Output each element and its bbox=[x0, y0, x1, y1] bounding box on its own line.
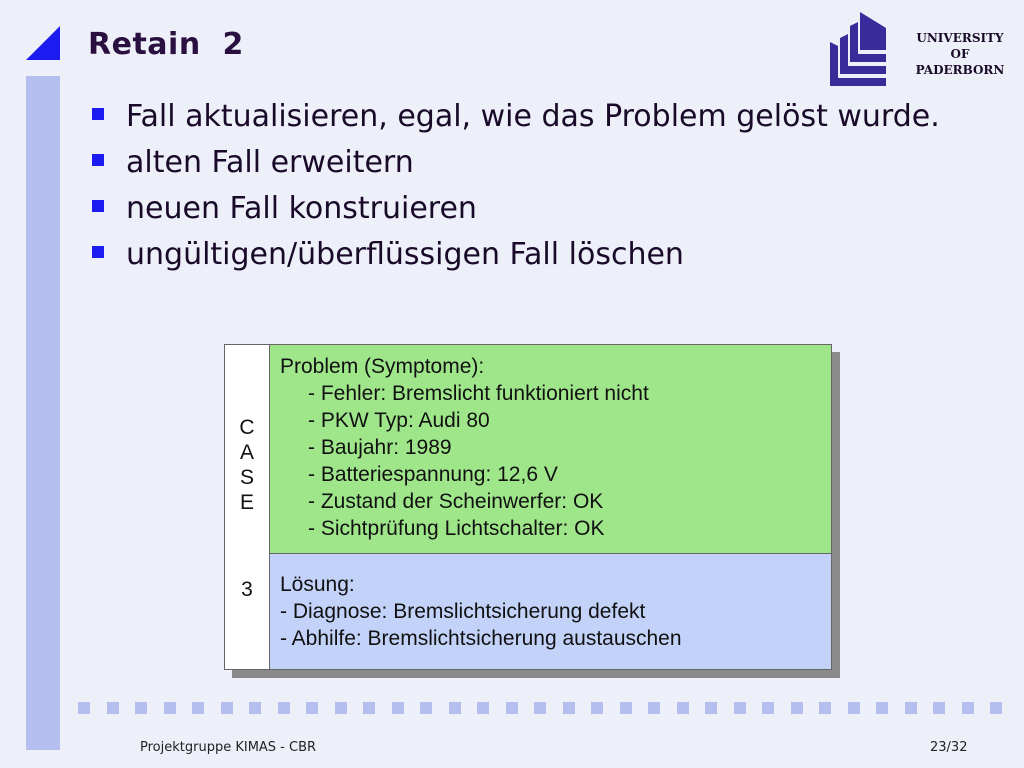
problem-item: - Batteriespannung: 12,6 V bbox=[308, 463, 558, 486]
case-letter: A bbox=[239, 441, 254, 464]
bullet-item: Fall aktualisieren, egal, wie das Proble… bbox=[90, 98, 966, 136]
decorative-dot bbox=[733, 702, 746, 714]
decorative-dot bbox=[106, 702, 119, 714]
problem-item: - Zustand der Scheinwerfer: OK bbox=[308, 490, 604, 513]
decorative-dot bbox=[619, 702, 632, 714]
decorative-left-bar bbox=[26, 76, 60, 750]
university-logo-icon bbox=[830, 12, 886, 86]
decorative-dot bbox=[220, 702, 233, 714]
problem-item: - Baujahr: 1989 bbox=[308, 436, 452, 459]
case-letter: E bbox=[239, 491, 254, 514]
footer-project-name: Projektgruppe KIMAS - CBR bbox=[140, 740, 317, 755]
case-label-letters: C A S E bbox=[225, 415, 269, 515]
decorative-dot bbox=[306, 702, 318, 714]
logo-line-of: OF bbox=[950, 47, 970, 61]
decorative-dot bbox=[534, 702, 546, 714]
university-logo-text: UNIVERSITY OF PADERBORN bbox=[898, 30, 1022, 78]
decorative-dot bbox=[477, 702, 489, 714]
solution-section: Lösung: - Diagnose: Bremslichtsicherung … bbox=[270, 554, 831, 669]
decorative-dot bbox=[990, 702, 1002, 714]
bullet-list: Fall aktualisieren, egal, wie das Proble… bbox=[90, 98, 990, 282]
decorative-dot bbox=[819, 702, 831, 714]
decorative-dot bbox=[249, 702, 261, 714]
bullet-item: alten Fall erweitern bbox=[90, 144, 990, 182]
decorative-dot bbox=[391, 702, 404, 714]
decorative-dot bbox=[78, 702, 90, 714]
decorative-dot bbox=[135, 702, 147, 714]
bullet-text: Fall aktualisieren, egal, wie das Proble… bbox=[126, 99, 940, 134]
decorative-dot bbox=[904, 702, 917, 714]
decorative-dot bbox=[676, 702, 689, 714]
solution-content: Lösung: - Diagnose: Bremslichtsicherung … bbox=[280, 571, 682, 652]
case-box: C A S E 3 Problem (Symptome): - Fehler: … bbox=[224, 344, 832, 670]
problem-section: Problem (Symptome): - Fehler: Bremslicht… bbox=[270, 345, 831, 554]
bullet-text: neuen Fall konstruieren bbox=[126, 191, 477, 226]
decorative-dot bbox=[705, 702, 717, 714]
decorative-dot bbox=[762, 702, 774, 714]
bullet-item: ungültigen/überflüssigen Fall löschen bbox=[90, 236, 990, 274]
decorative-dot bbox=[420, 702, 432, 714]
bullet-item: neuen Fall konstruieren bbox=[90, 190, 990, 228]
logo-line-university: UNIVERSITY bbox=[916, 31, 1004, 45]
bullet-text: alten Fall erweitern bbox=[126, 145, 414, 180]
decorative-dot bbox=[847, 702, 860, 714]
decorative-dot bbox=[505, 702, 518, 714]
solution-heading: Lösung: bbox=[280, 573, 355, 596]
decorative-dot bbox=[363, 702, 375, 714]
problem-heading: Problem (Symptome): bbox=[280, 355, 485, 378]
decorative-dot bbox=[790, 702, 803, 714]
case-label: C A S E 3 bbox=[225, 345, 270, 669]
decorative-dot bbox=[933, 702, 945, 714]
decorative-dot bbox=[277, 702, 290, 714]
bullet-square-icon bbox=[92, 246, 104, 258]
decorative-dot bbox=[961, 702, 974, 714]
bullet-square-icon bbox=[92, 200, 104, 212]
case-letter: S bbox=[239, 466, 254, 489]
problem-item: - Fehler: Bremslicht funktioniert nicht bbox=[308, 382, 649, 405]
slide-title: Retain 2 bbox=[88, 27, 244, 62]
problem-item: - PKW Typ: Audi 80 bbox=[308, 409, 490, 432]
decorative-dot bbox=[562, 702, 575, 714]
solution-item: - Diagnose: Bremslichtsicherung defekt bbox=[280, 600, 646, 623]
bullet-text: ungültigen/überflüssigen Fall löschen bbox=[126, 237, 684, 272]
bullet-square-icon bbox=[92, 154, 104, 166]
logo-line-paderborn: PADERBORN bbox=[915, 63, 1005, 77]
decorative-dot bbox=[163, 702, 176, 714]
footer-page-number: 23/32 bbox=[930, 740, 968, 755]
decorative-dot-row bbox=[78, 702, 1018, 714]
decorative-dot bbox=[334, 702, 347, 714]
case-number: 3 bbox=[241, 578, 253, 601]
case-letter: C bbox=[239, 416, 255, 439]
solution-item: - Abhilfe: Bremslichtsicherung austausch… bbox=[280, 627, 682, 650]
bullet-square-icon bbox=[92, 108, 104, 120]
decorative-dot bbox=[591, 702, 603, 714]
decorative-dot bbox=[448, 702, 461, 714]
problem-items: - Fehler: Bremslicht funktioniert nicht … bbox=[308, 380, 649, 542]
problem-item: - Sichtprüfung Lichtschalter: OK bbox=[308, 517, 605, 540]
decorative-dot bbox=[192, 702, 204, 714]
corner-triangle-icon bbox=[26, 26, 60, 60]
decorative-dot bbox=[648, 702, 660, 714]
decorative-dot bbox=[876, 702, 888, 714]
